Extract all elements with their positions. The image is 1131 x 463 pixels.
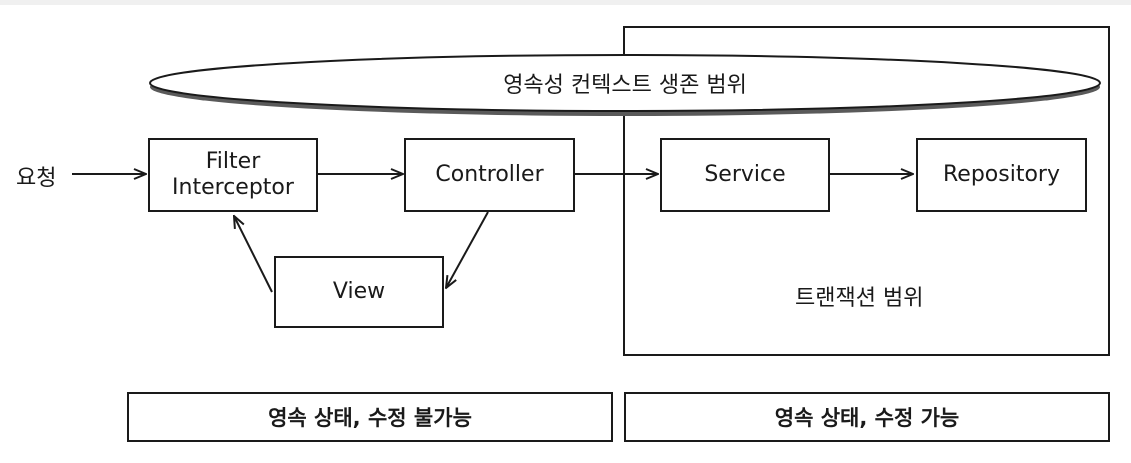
repository-box: Repository — [916, 138, 1087, 212]
service-box: Service — [660, 138, 830, 212]
repository-label: Repository — [943, 162, 1060, 187]
filter-interceptor-box: Filter Interceptor — [148, 138, 318, 212]
persistence-context-ellipse — [149, 54, 1101, 116]
request-label: 요청 — [16, 166, 57, 191]
arrow-controller-to-view — [446, 211, 489, 288]
transaction-scope-label: 트랜잭션 범위 — [795, 286, 924, 311]
arrow-view-to-filter — [234, 216, 273, 293]
persistence-context-label: 영속성 컨텍스트 생존 범위 — [503, 73, 747, 98]
service-label: Service — [704, 162, 786, 187]
state-box-left: 영속 상태, 수정 불가능 — [127, 392, 613, 442]
state-box-right: 영속 상태, 수정 가능 — [624, 392, 1110, 442]
top-strip — [0, 0, 1131, 5]
view-label: View — [332, 279, 386, 304]
state-right-label: 영속 상태, 수정 가능 — [774, 406, 960, 430]
controller-box: Controller — [404, 138, 575, 212]
controller-label: Controller — [435, 162, 544, 187]
view-box: View — [274, 256, 444, 328]
state-left-label: 영속 상태, 수정 불가능 — [268, 406, 472, 430]
filter-interceptor-label: Filter Interceptor — [172, 149, 294, 200]
